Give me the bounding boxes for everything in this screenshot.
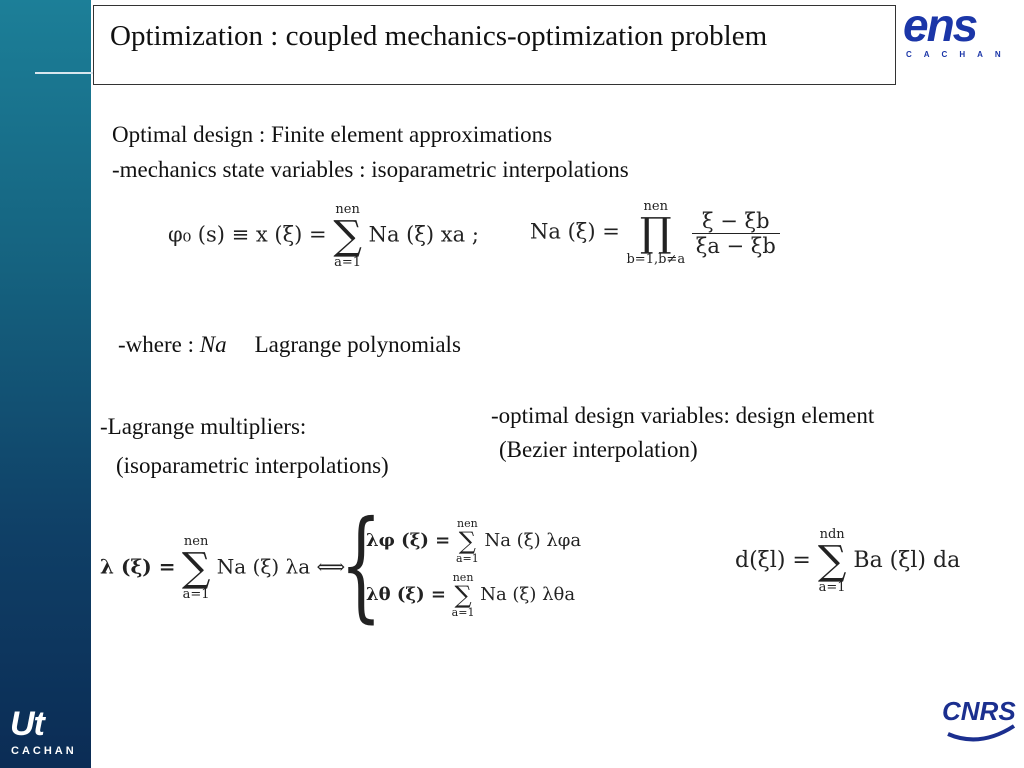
- formula-state-interpolation: φ₀ (s) ≡ x (ξ) = nen ∑ a=1 Na (ξ) xa ;: [168, 203, 479, 269]
- sum-upper-limit: ndn: [819, 527, 845, 542]
- slide-title: Optimization : coupled mechanics-optimiz…: [110, 20, 768, 52]
- lagrange-multipliers-line: -Lagrange multipliers:: [100, 414, 307, 439]
- formula-lhs: d(ξl) =: [735, 548, 811, 573]
- universite-logo-city: CACHAN: [11, 745, 77, 757]
- title-box: Optimization : coupled mechanics-optimiz…: [93, 5, 896, 85]
- formula-term: Na (ξ) λa ⟺: [216, 554, 346, 579]
- where-line: -where : Na Lagrange polynomials: [118, 332, 461, 358]
- sum-upper-limit: nen: [183, 534, 209, 549]
- sum-lower-limit: a=1: [182, 587, 210, 602]
- fraction-denominator: ξa − ξb: [695, 233, 776, 258]
- sum-lower-limit: a=1: [455, 552, 479, 565]
- case-lhs: λθ (ξ) =: [366, 584, 446, 605]
- formula-lhs: Na (ξ) =: [530, 219, 620, 244]
- universite-logo-mark: Ut: [10, 705, 45, 743]
- formula-lhs: λ (ξ) =: [100, 554, 176, 579]
- formula-lagrange-multipliers: λ (ξ) = nen ∑ a=1 Na (ξ) λa ⟺: [100, 535, 345, 601]
- sum-upper-limit: nen: [452, 571, 474, 584]
- cnrs-logo-graphic: CNRS: [942, 696, 1016, 742]
- design-variables-line: -optimal design variables: design elemen…: [491, 403, 875, 428]
- ens-cachan-logo: ens CACHAN: [903, 2, 1023, 64]
- fraction: ξ − ξb ξa − ξb: [691, 209, 780, 258]
- where-description: Lagrange polynomials: [254, 332, 461, 357]
- product-upper-limit: nen: [643, 199, 668, 214]
- fraction-numerator: ξ − ξb: [691, 209, 780, 234]
- where-variable: Na: [199, 332, 227, 357]
- ens-logo-mark: ens: [903, 0, 978, 51]
- ens-logo-city: CACHAN: [906, 50, 1013, 59]
- case-lhs: λφ (ξ) =: [366, 530, 451, 551]
- universite-cachan-logo: Ut CACHAN: [8, 705, 83, 765]
- formula-design-bezier: d(ξl) = ndn ∑ a=1 Ba (ξl) da: [735, 528, 960, 594]
- sum-upper-limit: nen: [457, 517, 478, 530]
- formula-lagrange-polynomial: Na (ξ) = nen ∏ b=1,b≠a ξ − ξb ξa − ξb: [530, 200, 780, 266]
- sum-operator: nen ∑ a=1: [333, 202, 362, 270]
- heading-line: Optimal design : Finite element approxim…: [112, 122, 553, 147]
- lagrange-interpolation-line: (isoparametric interpolations): [116, 453, 389, 478]
- case-term: Na (ξ) λφa: [484, 530, 582, 551]
- sum-operator: nen ∑ a=1: [455, 517, 479, 565]
- product-lower-limit: b=1,b≠a: [626, 252, 686, 267]
- where-prefix: -where :: [118, 332, 200, 357]
- sidebar-band: Ut CACHAN: [0, 0, 91, 768]
- case-term: Na (ξ) λθa: [480, 584, 576, 605]
- sum-lower-limit: a=1: [818, 580, 846, 595]
- formula-lhs: φ₀ (s) ≡ x (ξ) =: [168, 222, 327, 247]
- sum-operator: nen ∑ a=1: [181, 534, 211, 602]
- state-variables-line: -mechanics state variables : isoparametr…: [112, 157, 629, 182]
- formula-term: Ba (ξl) da: [853, 548, 961, 573]
- sum-upper-limit: nen: [335, 202, 360, 217]
- formula-case-theta: λθ (ξ) = nen ∑ a=1 Na (ξ) λθa: [366, 572, 575, 618]
- formula-case-phi: λφ (ξ) = nen ∑ a=1 Na (ξ) λφa: [366, 518, 581, 564]
- cnrs-logo-mark: CNRS: [942, 696, 1016, 726]
- bezier-interpolation-line: (Bezier interpolation): [499, 437, 698, 462]
- formula-term: Na (ξ) xa ;: [368, 222, 479, 247]
- sum-lower-limit: a=1: [451, 606, 475, 619]
- cases-brace: {: [340, 496, 382, 635]
- sum-lower-limit: a=1: [334, 255, 362, 270]
- sidebar-accent-line: [35, 72, 93, 74]
- sum-operator: ndn ∑ a=1: [817, 527, 847, 595]
- product-operator: nen ∏ b=1,b≠a: [626, 199, 686, 267]
- sum-operator: nen ∑ a=1: [451, 571, 475, 619]
- cnrs-logo: CNRS: [940, 690, 1020, 750]
